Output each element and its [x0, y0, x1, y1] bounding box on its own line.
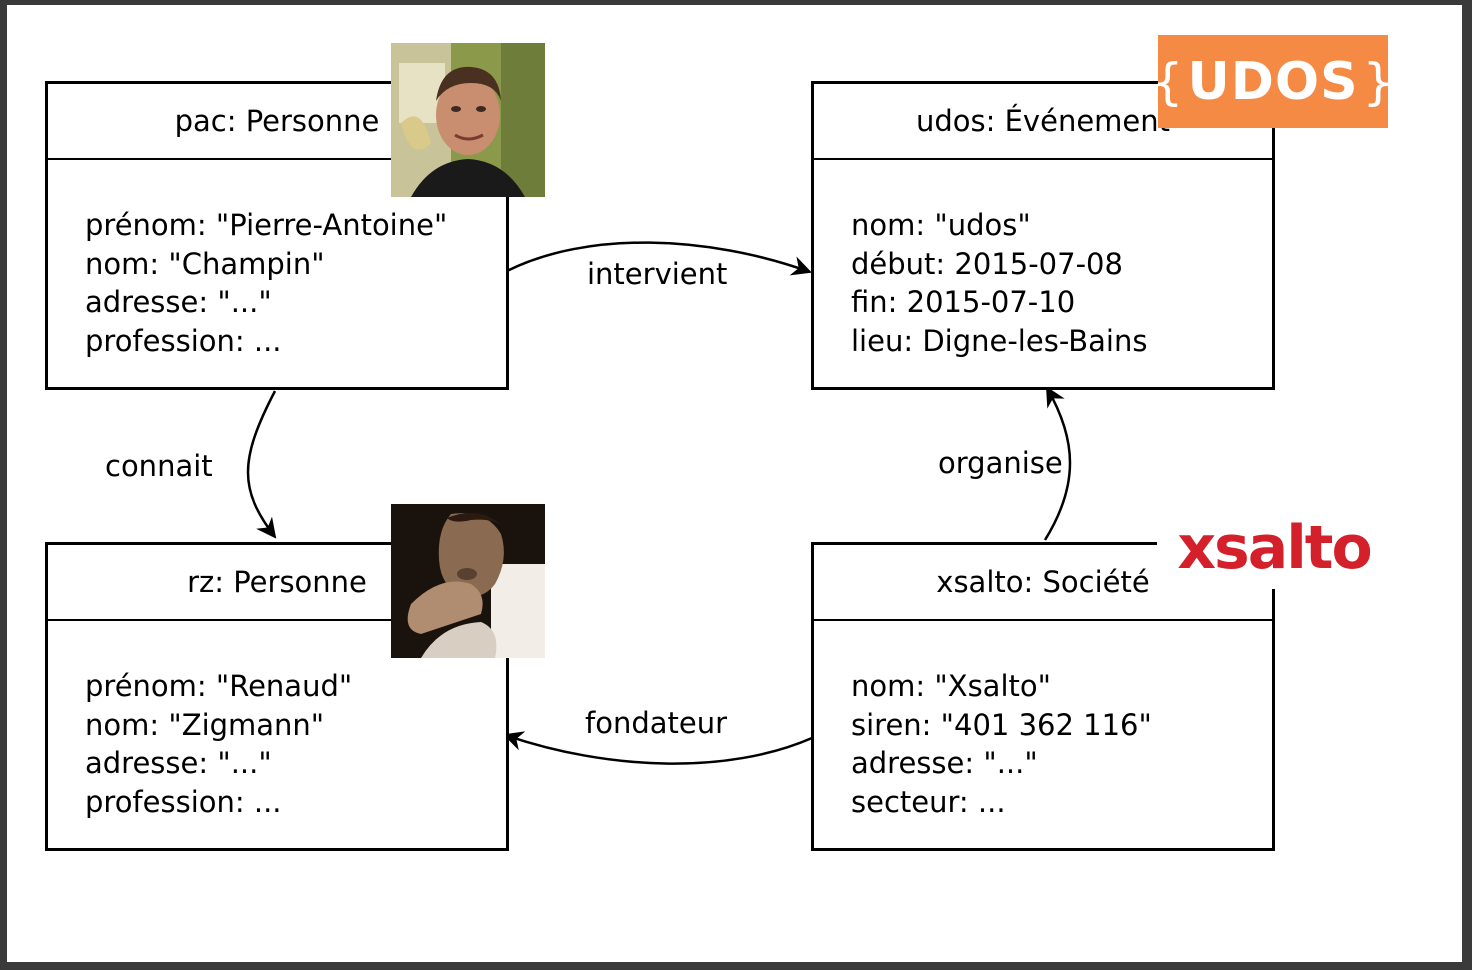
attribute: adresse: "...": [85, 746, 272, 780]
entity-pac-header: pac: Personne: [48, 84, 506, 160]
relation-label-intervient: intervient: [587, 257, 728, 291]
arrow-organise: [1043, 386, 1072, 541]
attribute: adresse: "...": [85, 285, 272, 319]
entity-pac-attributes: prénom: "Pierre-Antoine" nom: "Champin" …: [85, 206, 447, 360]
entity-xsalto-attributes: nom: "Xsalto" siren: "401 362 116" adres…: [851, 667, 1152, 821]
logo-xsalto-text: xsalto: [1177, 513, 1372, 583]
relation-label-fondateur: fondateur: [585, 706, 728, 740]
entity-udos: udos: Événement nom: "udos" début: 2015-…: [811, 81, 1275, 390]
attribute: profession: ...: [85, 323, 282, 358]
arrow-intervient: [506, 241, 812, 276]
logo-udos-brace-right: }: [1362, 52, 1395, 111]
attribute: nom: "Champin": [85, 246, 325, 281]
entity-udos-header: udos: Événement: [814, 84, 1272, 160]
relations-arrows: [246, 241, 1072, 765]
arrow-fondateur: [503, 731, 813, 765]
photo-rz: [391, 504, 545, 658]
entity-udos-attributes: nom: "udos" début: 2015-07-08 fin: 2015-…: [851, 206, 1147, 360]
photo-pac: [391, 43, 545, 197]
attribute: siren: "401 362 116": [851, 707, 1152, 742]
entity-rz-header: rz: Personne: [48, 545, 506, 621]
entity-xsalto: xsalto: Société nom: "Xsalto" siren: "40…: [811, 542, 1275, 851]
attribute: début: 2015-07-08: [851, 246, 1123, 281]
attribute: profession: ...: [85, 784, 282, 819]
attribute: prénom: "Pierre-Antoine": [85, 208, 448, 242]
logo-xsalto: xsalto: [1157, 507, 1391, 589]
logo-udos-brace-left: {: [1151, 52, 1184, 111]
attribute: lieu: Digne-les-Bains: [851, 323, 1148, 358]
diagram-canvas: pac: Personne prénom: "Pierre-Antoine" n…: [7, 5, 1462, 962]
logo-udos-text: UDOS: [1187, 51, 1359, 112]
attribute: prénom: "Renaud": [85, 669, 353, 703]
logo-udos: { UDOS }: [1152, 35, 1394, 128]
attribute: adresse: "...": [851, 746, 1038, 780]
attribute: fin: 2015-07-10: [851, 285, 1076, 319]
entity-rz-attributes: prénom: "Renaud" nom: "Zigmann" adresse:…: [85, 667, 352, 821]
relation-label-organise: organise: [938, 446, 1063, 480]
attribute: secteur: ...: [851, 784, 1006, 819]
relation-label-connait: connait: [105, 449, 213, 483]
attribute: nom: "Zigmann": [85, 707, 325, 742]
attribute: nom: "Xsalto": [851, 669, 1051, 703]
entity-xsalto-header: xsalto: Société: [814, 545, 1272, 621]
arrow-connait: [246, 390, 277, 539]
attribute: nom: "udos": [851, 208, 1031, 242]
